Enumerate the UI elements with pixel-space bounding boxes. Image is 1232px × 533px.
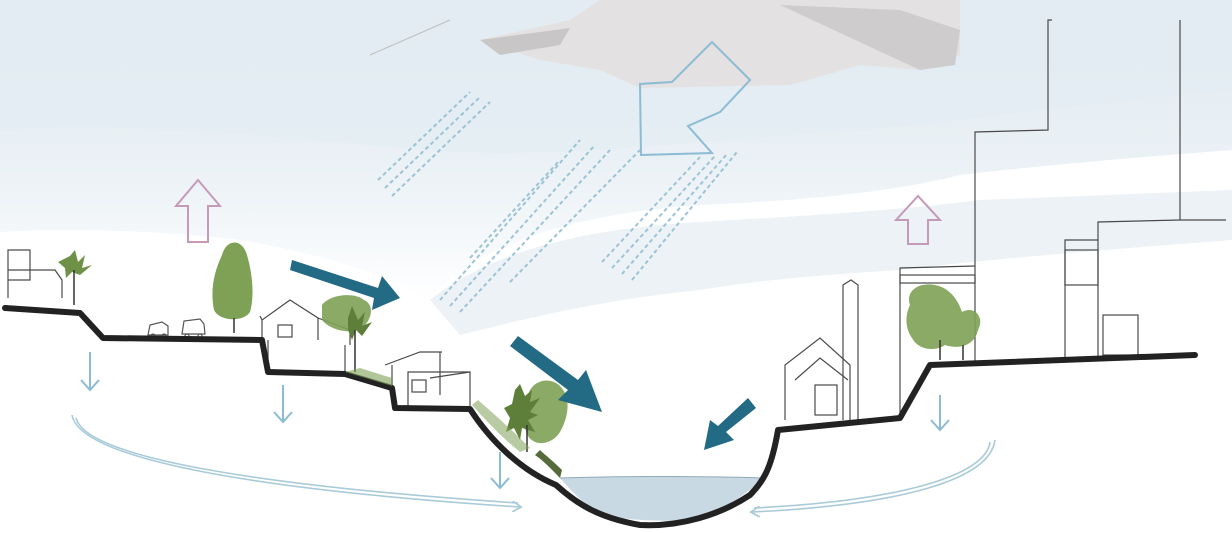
sky <box>0 0 1232 533</box>
diagram-canvas <box>0 0 1232 533</box>
water-cycle-section-diagram <box>0 0 1232 533</box>
